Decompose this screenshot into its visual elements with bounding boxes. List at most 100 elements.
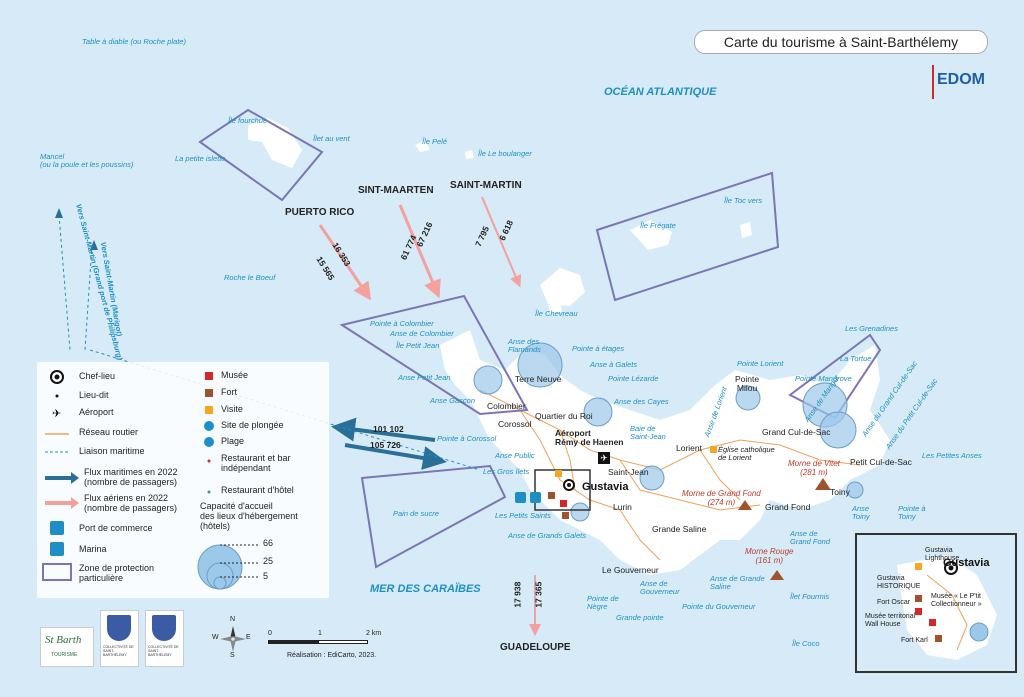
svg-text:✈: ✈: [52, 408, 61, 420]
les-grenadines-label: Les Grenadines: [845, 324, 898, 333]
visit-marker-1: [555, 470, 562, 477]
flow-west-2: 105 726: [370, 440, 401, 450]
legend-flux-aeriens: Flux aériens en 2022 (nombre de passager…: [84, 493, 178, 513]
legend-cap-25: 25: [263, 556, 274, 566]
anse-grands-galets-label: Anse de Grands Galets: [508, 531, 586, 540]
ile-fourchue-label: Île fourchue: [228, 116, 268, 125]
anse-public-label: Anse Public: [495, 451, 535, 460]
legend-symbols: ✈: [42, 370, 259, 590]
pointe-negre-label: Pointe de Nègre: [587, 594, 619, 612]
st-barth-logo: St Barth TOURISME: [40, 627, 94, 667]
collectivite-logo-1: COLLECTIVITÉ DE SAINT-BARTHÉLEMY: [100, 610, 139, 667]
pain-sucre-label: Pain de sucre: [393, 509, 439, 518]
legend-liaison-maritime: Liaison maritime: [79, 446, 145, 456]
ile-pele-label: Île Pelé: [422, 137, 448, 146]
ile-fregate-label: Île Frégate: [640, 221, 676, 230]
morne-vitet-marker: [815, 478, 831, 490]
guadeloupe-label: GUADELOUPE: [500, 642, 571, 653]
anse-cayes-label: Anse des Cayes: [614, 397, 669, 406]
anse-gouverneur-label: Anse de Gouverneur: [640, 579, 680, 597]
legend-restaurant-hotel: Restaurant d'hôtel: [221, 485, 294, 495]
legend-visite: Visite: [221, 404, 243, 414]
inset-historique: Gustavia HISTORIQUE: [877, 575, 921, 590]
pointe-gouverneur-label: Pointe du Gouverneur: [682, 602, 756, 611]
anse-gascon-label: Anse Gascon: [430, 396, 476, 405]
legend-zone-protection: Zone de protection particulière: [79, 563, 155, 583]
quartier-roi-label: Quartier du Roi: [535, 411, 593, 421]
pointe-mangrove-label: Pointe Mangrove: [795, 374, 852, 383]
compass-s: S: [230, 652, 235, 659]
inset-fort-karl: Fort Karl: [901, 637, 928, 644]
inset-map: [857, 535, 1015, 671]
colombier-label: Colombier: [487, 401, 526, 411]
airport-icon: ✈: [598, 452, 610, 464]
gustavia-label: Gustavia: [582, 481, 629, 493]
saint-jean-label: Saint-Jean: [608, 467, 649, 477]
museum-marker-1: [560, 500, 567, 507]
pointe-toiny-label: Pointe à Toiny: [898, 504, 926, 522]
aeroport-label: Aéroport Rémy de Haenen: [555, 428, 624, 448]
scale-two: 2 km: [366, 630, 382, 637]
le-gouverneur-label: Le Gouverneur: [602, 565, 659, 575]
table-diable-label: Table à diable (ou Roche plate): [82, 37, 186, 46]
scale-bar: [268, 640, 378, 648]
gustavia-chef-lieu-marker: [563, 479, 575, 491]
ile-toc-vers-shape: [740, 222, 752, 238]
inset-gustavia: Gustavia: [943, 557, 990, 569]
port-commerce-icon: [515, 492, 526, 503]
morne-grand-fond-label: Morne de Grand Fond (274 m): [682, 489, 761, 507]
ile-fourmis-label: Îlet Fourmis: [790, 592, 830, 601]
roche-boeuf-label: Roche le Boeuf: [224, 273, 276, 282]
legend-port-commerce: Port de commerce: [79, 523, 153, 533]
pointe-etages-label: Pointe à étages: [572, 344, 625, 353]
anse-grande-saline-label: Anse de Grande Saline: [710, 574, 765, 592]
les-gros-ilets-label: Les Gros îlets: [483, 467, 530, 476]
fort-marker-1: [548, 492, 555, 499]
lorient-label: Lorient: [676, 443, 702, 453]
morne-rouge-label: Morne Rouge (161 m): [745, 547, 794, 565]
visit-marker-2: [710, 446, 717, 453]
fort-marker-2: [562, 512, 569, 519]
ile-boulanger-shape: [465, 150, 474, 159]
anse-toiny-label: Anse Toiny: [852, 504, 870, 522]
gustavia-inset: Gustavia Gustavia Lighthouse Gustavia HI…: [855, 533, 1017, 673]
compass-e: E: [246, 634, 251, 641]
collectivite-logo-1-text: COLLECTIVITÉ DE SAINT-BARTHÉLEMY: [103, 645, 134, 658]
scale-one: 1: [318, 630, 322, 637]
legend: ✈ Chef-lieu Lieu-dit Aéroport Réseau rou…: [37, 362, 329, 598]
legend-cap-66: 66: [263, 538, 274, 548]
legend-aeroport: Aéroport: [79, 407, 114, 417]
inset-lighthouse: Gustavia Lighthouse: [925, 547, 960, 562]
ilet-au-vent-label: Îlet au vent: [313, 134, 350, 143]
legend-cap-5: 5: [263, 571, 269, 581]
pointe-colombier-label: Pointe à Colombier: [370, 319, 434, 328]
capacity-circles: [473, 342, 990, 642]
morne-vitet-label: Morne de Vitet (281 m): [788, 459, 840, 477]
legend-musee: Musée: [221, 370, 249, 380]
ile-chevreau-shape: [548, 302, 562, 313]
flow-gp-1: 17 938: [512, 581, 523, 608]
petites-anses-label: Les Petites Anses: [922, 451, 982, 460]
anse-flamands-label: Anse des Flamands: [508, 337, 541, 355]
mer-caraibes-label: MER DES CARAÏBES: [370, 583, 481, 595]
inset-fort-oscar: Fort Oscar: [877, 599, 911, 606]
collectivite-logo-2: COLLECTIVITÉ DE SAINT-BARTHÉLEMY: [145, 610, 184, 667]
toiny-label: Toiny: [830, 487, 850, 497]
terre-neuve-label: Terre Neuve: [515, 374, 562, 384]
compass-n: N: [230, 616, 236, 623]
legend-capacite: Capacité d'accueil des lieux d'hébergeme…: [200, 501, 298, 531]
legend-reseau-routier: Réseau routier: [79, 427, 139, 437]
ile-chevreau-label: Île Chevreau: [535, 309, 578, 318]
credit: Réalisation : EdiCarto, 2023.: [287, 652, 377, 659]
legend-marina: Marina: [79, 544, 107, 554]
lurin-label: Lurin: [613, 502, 632, 512]
pointe-lorient-label: Pointe Lorient: [737, 359, 784, 368]
petits-saints-label: Les Petits Saints: [495, 511, 551, 520]
anse-grand-fond-label: Anse de Grand Fond: [790, 529, 831, 547]
st-barth-logo-text: St Barth: [45, 634, 82, 646]
anse-galets-label: Anse à Galets: [590, 360, 638, 369]
petit-cul-label: Petit Cul-de-Sac: [850, 457, 912, 467]
legend-lieu-dit: Lieu-dit: [79, 390, 109, 400]
anse-petit-jean-label: Anse Petit Jean: [398, 373, 451, 382]
